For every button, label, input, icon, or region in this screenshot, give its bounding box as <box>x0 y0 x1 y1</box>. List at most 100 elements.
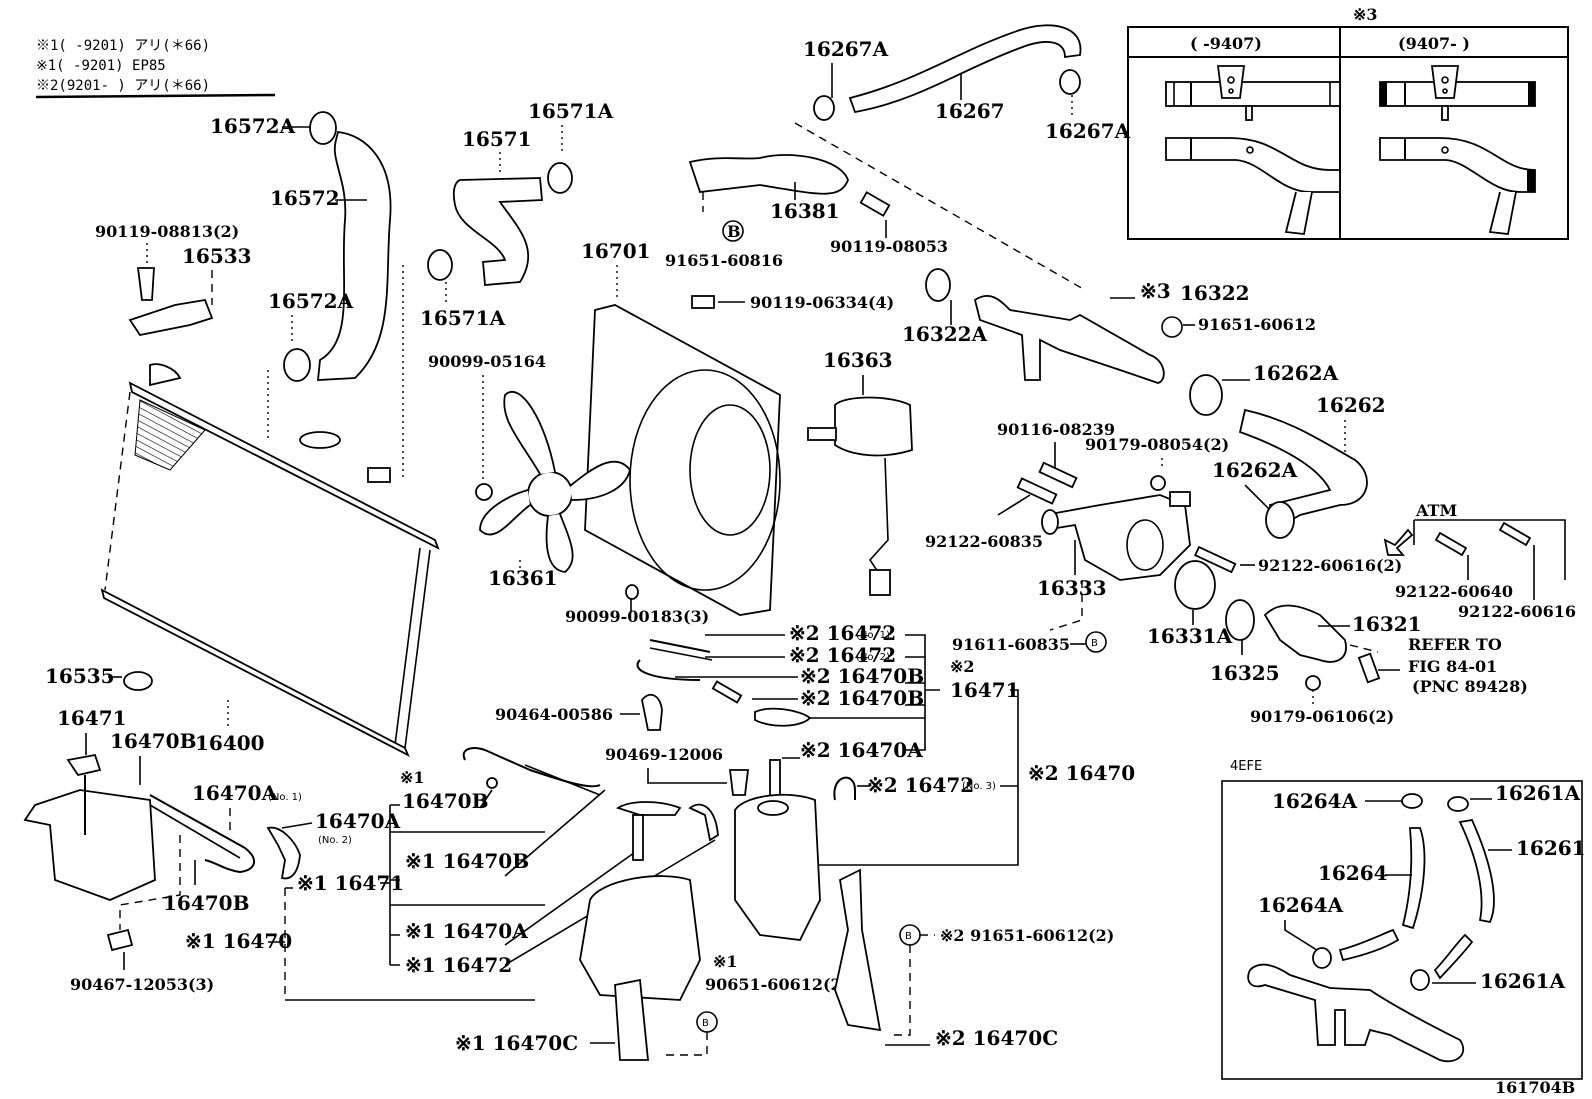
sublabel-no2-left: (No. 2) <box>318 835 352 846</box>
stud-90116-08239 <box>1038 461 1078 489</box>
marker-s2-16471: ※2 <box>950 657 975 676</box>
hose-clamp-16262A-mid <box>1265 501 1295 539</box>
refer-line-1: REFER TO <box>1408 635 1502 654</box>
note-line-1: ※1( -9201) アリ(＊66) <box>36 38 210 54</box>
label-s2-16470A: ※2 16470A <box>800 738 923 762</box>
hose-clamp-16262A-top <box>1189 374 1223 416</box>
sublabel-no3-s2: (No. 3) <box>962 781 996 792</box>
hose-s2-16472-no2 <box>636 659 701 681</box>
water-temp-sensor <box>1357 652 1381 684</box>
clamp-16261A-top <box>1447 796 1469 812</box>
inset-marker: ※3 <box>1353 5 1378 24</box>
bolt-symbol-icon-3 <box>1085 631 1107 653</box>
label-s1-90651: 90651-60612(2) <box>705 975 849 994</box>
water-pipe-early-bent <box>1165 137 1341 235</box>
label-91651-60816: 91651-60816 <box>665 251 783 270</box>
clamp-16264A-bottom <box>1312 947 1332 969</box>
label-16361: 16361 <box>488 566 558 590</box>
label-16535: 16535 <box>45 664 115 688</box>
stud-92122-60640 <box>1434 531 1468 557</box>
label-16321: 16321 <box>1352 612 1422 636</box>
refer-line-3: (PNC 89428) <box>1412 677 1528 696</box>
inset-4efe-title: 4EFE <box>1230 759 1262 774</box>
hose-clamp-16572A-bottom <box>283 348 311 382</box>
inset-4efe-label-16261A-bottom: 16261A <box>1480 969 1566 993</box>
label-s1-16470: ※1 16470 <box>185 929 292 953</box>
bracket-s1-16470C <box>614 978 649 1061</box>
bracket-s2-16470C <box>834 868 882 1032</box>
label-s2-16472-no3: ※2 16472 <box>867 773 974 797</box>
fan-shroud-group: 16701 90119-06334(4) 90099-05164 16361 9… <box>428 239 913 626</box>
label-16322: 16322 <box>1180 281 1250 305</box>
label-16471-left: 16471 <box>57 706 127 730</box>
inset-header-late: (9407- ) <box>1398 34 1470 53</box>
clip-90467-12053 <box>106 928 134 952</box>
inset-4efe-label-16264A-bottom: 16264A <box>1258 893 1344 917</box>
label-s2-91651: ※2 91651-60612(2) <box>940 926 1114 945</box>
clip-90469-12006 <box>728 769 750 796</box>
note-line-3: ※2(9201- ) アリ(＊66) <box>36 78 210 94</box>
gasket-16322A <box>925 268 951 302</box>
hose-16264 <box>1401 827 1426 930</box>
label-92122-60616: 92122-60616 <box>1458 602 1576 621</box>
applicability-notes: ※1( -9201) アリ(＊66) ※1( -9201) EP85 ※2(92… <box>35 38 276 99</box>
label-16470B-left-1: 16470B <box>110 729 196 753</box>
reservoir-s2-group: 90464-00586 90469-12006 ※2 16472 (No. 1)… <box>495 621 1135 1050</box>
label-16363: 16363 <box>823 348 893 372</box>
inset-4efe-label-16261: 16261 <box>1516 836 1586 860</box>
label-16381: 16381 <box>770 199 840 223</box>
label-16262A-top: 16262A <box>1253 361 1339 385</box>
sublabel-no2-s2: (No. 2) <box>856 652 890 663</box>
label-s2-16470C: ※2 16470C <box>935 1026 1058 1050</box>
stud-92122-60835 <box>1016 477 1058 505</box>
inset-frame <box>1127 26 1569 240</box>
hose-clamp-16267A-right <box>1059 69 1081 95</box>
label-16267A-right: 16267A <box>1045 119 1131 143</box>
cap-s1-16471 <box>615 801 682 816</box>
atm-label: ATM <box>1415 501 1457 520</box>
reservoir-tank-s1 <box>579 875 701 1001</box>
inset-4efe-label-16264A-top: 16264A <box>1272 789 1358 813</box>
label-16571A-top: 16571A <box>528 99 614 123</box>
label-90469-12006: 90469-12006 <box>605 745 723 764</box>
hose-16470A-no1 <box>149 794 255 874</box>
label-s2-16471: 16471 <box>950 678 1020 702</box>
label-16571A-bottom: 16571A <box>420 306 506 330</box>
bolt-symbol-icon <box>722 220 744 242</box>
radiator-16400: 16400 16535 <box>45 265 440 757</box>
label-16470A-no1: 16470A <box>192 781 278 805</box>
hose-clamp-16571A-bottom <box>427 249 453 281</box>
marker-s1-16470B-a: ※1 <box>400 768 425 787</box>
label-91651-60612: 91651-60612 <box>1198 315 1316 334</box>
water-inlet-housing-16333 <box>1044 494 1191 581</box>
label-s2-16470B-a: ※2 16470B <box>800 664 924 688</box>
cap-s2-16471 <box>754 707 812 727</box>
inset-header-early: ( -9407) <box>1190 34 1262 53</box>
bolt-symbol-label: B <box>727 222 741 241</box>
label-16262: 16262 <box>1316 393 1386 417</box>
label-16322A: 16322A <box>902 322 988 346</box>
reservoir-tank-s2 <box>734 793 821 941</box>
label-91611-60835: 91611-60835 <box>952 635 1070 654</box>
reservoir-left-group: 16471 16470B 16470A (No. 1) 16470A (No. … <box>23 706 401 994</box>
label-16571: 16571 <box>462 127 532 151</box>
label-90179-06106: 90179-06106(2) <box>1250 707 1394 726</box>
bracket-16381 <box>688 154 849 195</box>
water-outlet-pipe-16322 <box>973 295 1165 384</box>
label-16262A-mid: 16262A <box>1212 458 1298 482</box>
radiator-hose-16572 <box>316 131 392 381</box>
label-16333: 16333 <box>1037 576 1107 600</box>
nut-90179-08054 <box>1150 475 1166 491</box>
clamp-90464-00586 <box>641 693 663 731</box>
label-16470B-left-2: 16470B <box>163 891 249 915</box>
stud-92122-60616 <box>1498 521 1532 547</box>
nut-90179-06106 <box>1305 675 1321 691</box>
label-90119-08053: 90119-08053 <box>830 237 948 256</box>
label-16267: 16267 <box>935 99 1005 123</box>
label-90179-08054: 90179-08054(2) <box>1085 435 1229 454</box>
reservoir-s1-group: ※1 16471 ※1 16470 ※1 16470B ※1 16470B ※1… <box>185 747 849 1061</box>
label-s2-16472-no1: ※2 16472 <box>789 621 896 645</box>
label-16400: 16400 <box>195 731 265 755</box>
label-s1-16472: ※1 16472 <box>405 953 512 977</box>
